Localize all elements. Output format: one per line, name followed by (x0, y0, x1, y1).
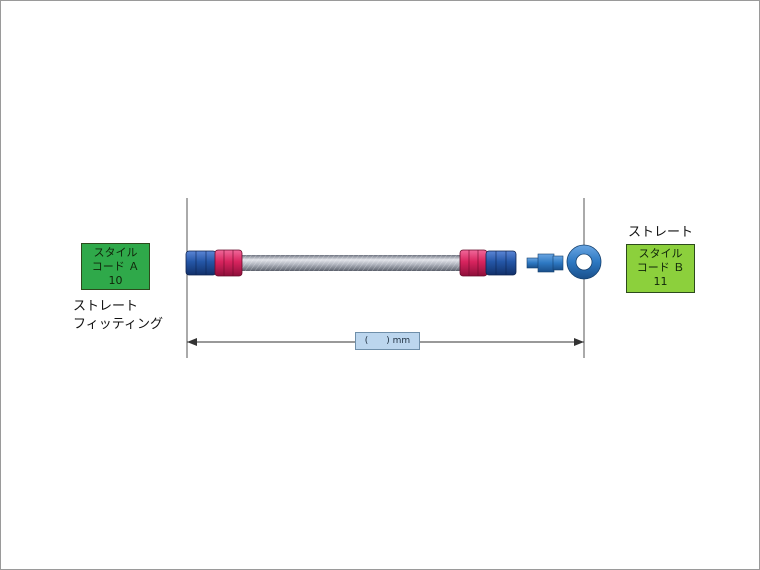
style-code-a-value: 10 (108, 274, 123, 287)
hose-end-fitting-right (459, 249, 517, 277)
fitting-a-name-line1: ストレート (73, 299, 139, 314)
fitting-a-name-line2: フィッティング (73, 317, 163, 332)
braided-hose (242, 255, 460, 271)
fitting-b-banjo (526, 244, 602, 280)
length-dimension-label: ( ) mm (355, 332, 420, 350)
fitting-b-name: ストレート (628, 225, 694, 240)
style-code-a-line2: コード Ａ (91, 260, 140, 273)
fitting-a-straight (185, 249, 243, 277)
style-code-a-line1: スタイル (93, 246, 138, 259)
style-code-b-line1: スタイル (638, 247, 683, 260)
style-code-b-value: 11 (653, 275, 668, 288)
style-code-a-box: スタイル コード Ａ 10 (81, 243, 150, 290)
style-code-b-line2: コード Ｂ (636, 261, 685, 274)
style-code-b-box: スタイル コード Ｂ 11 (626, 244, 695, 293)
